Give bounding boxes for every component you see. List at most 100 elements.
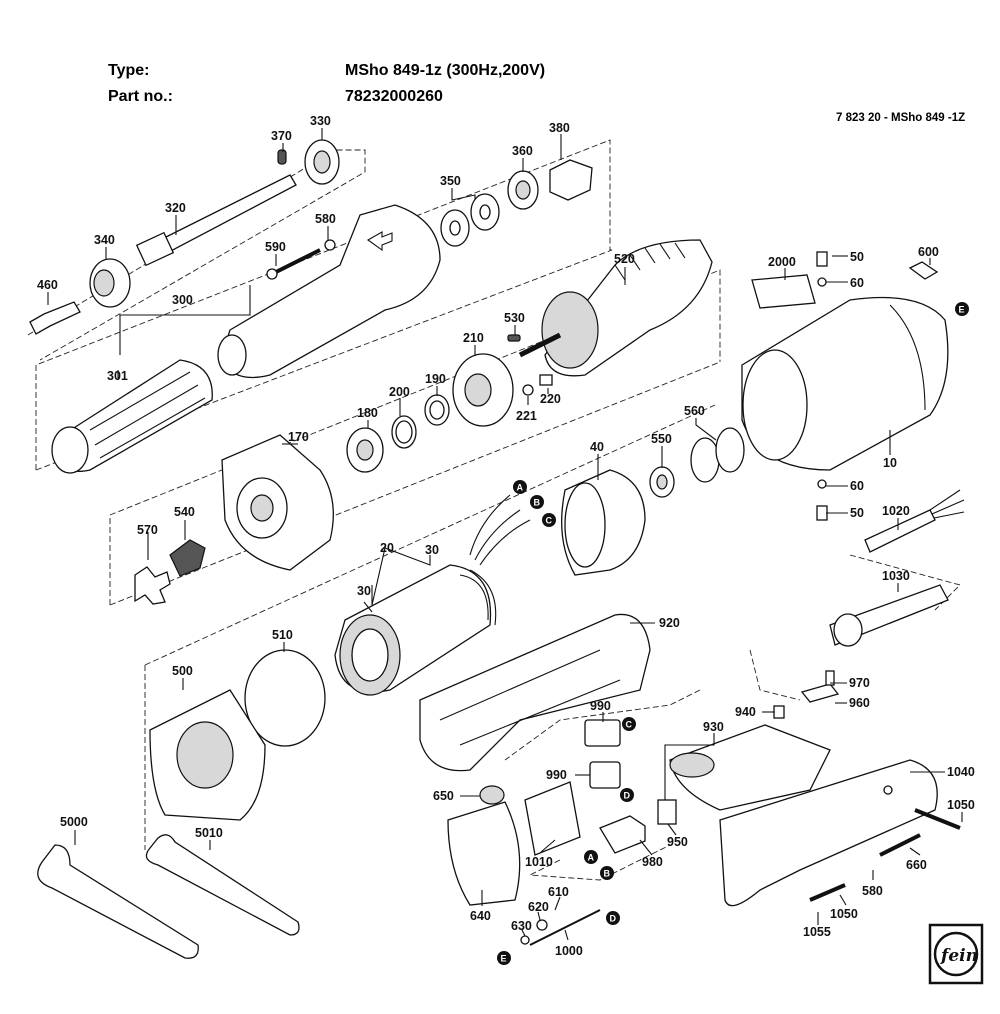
part-label-580: 580 [315, 212, 336, 226]
part-label-950: 950 [667, 835, 688, 849]
part-label-50-top: 50 [850, 250, 864, 264]
part-label-930: 930 [703, 720, 724, 734]
part-label-940: 940 [735, 705, 756, 719]
part-label-990-top: 990 [590, 699, 611, 713]
part-label-1055: 1055 [803, 925, 831, 939]
part-label-570: 570 [137, 523, 158, 537]
part-label-340: 340 [94, 233, 115, 247]
part-label-50-bottom: 50 [850, 506, 864, 520]
part-label-360: 360 [512, 144, 533, 158]
part-number-label: Part no.: [108, 88, 173, 105]
part-label-530: 530 [504, 311, 525, 325]
part-label-610: 610 [548, 885, 569, 899]
part-label-650: 650 [433, 789, 454, 803]
part-label-330: 330 [310, 114, 331, 128]
part-label-350: 350 [440, 174, 461, 188]
part-label-200: 200 [389, 385, 410, 399]
part-label-320: 320 [165, 201, 186, 215]
part-label-1020: 1020 [882, 504, 910, 518]
part-label-1040: 1040 [947, 765, 975, 779]
part-label-510: 510 [272, 628, 293, 642]
svg-text:B: B [604, 869, 611, 879]
part-label-380: 380 [549, 121, 570, 135]
connector-marker-a: A [513, 480, 527, 494]
connector-marker-b: B [530, 495, 544, 509]
connector-marker-b-980: B [600, 866, 614, 880]
part-label-580-bottom: 580 [862, 884, 883, 898]
svg-text:A: A [588, 853, 595, 863]
part-label-990-bottom: 990 [546, 768, 567, 782]
part-label-1050-bottom: 1050 [830, 907, 858, 921]
svg-text:D: D [624, 791, 631, 801]
part-label-460: 460 [37, 278, 58, 292]
part-label-630: 630 [511, 919, 532, 933]
part-number-value: 78232000260 [345, 88, 443, 105]
part-number-labels: 370 330 380 360 350 320 580 590 340 460 … [37, 114, 975, 958]
part-label-660: 660 [906, 858, 927, 872]
connector-marker-d-990: D [620, 788, 634, 802]
part-label-590: 590 [265, 240, 286, 254]
part-label-60-bottom: 60 [850, 479, 864, 493]
part-label-550: 550 [651, 432, 672, 446]
svg-text:D: D [610, 914, 617, 924]
part-label-500: 500 [172, 664, 193, 678]
part-label-980: 980 [642, 855, 663, 869]
svg-text:C: C [626, 720, 633, 730]
connector-marker-e-housing: E [955, 302, 969, 316]
connector-marker-e-630: E [497, 951, 511, 965]
part-label-210: 210 [463, 331, 484, 345]
type-value: MSho 849-1z (300Hz,200V) [345, 62, 546, 79]
part-label-620: 620 [528, 900, 549, 914]
part-label-970: 970 [849, 676, 870, 690]
part-label-5010: 5010 [195, 826, 223, 840]
part-label-221: 221 [516, 409, 537, 423]
handle-parts [419, 613, 961, 946]
part-label-960: 960 [849, 696, 870, 710]
part-label-180: 180 [357, 406, 378, 420]
part-label-2000: 2000 [768, 255, 796, 269]
part-label-370: 370 [271, 129, 292, 143]
part-label-10: 10 [883, 456, 897, 470]
part-label-1030: 1030 [882, 569, 910, 583]
part-label-1000: 1000 [555, 944, 583, 958]
motor-parts [149, 251, 965, 821]
part-label-220: 220 [540, 392, 561, 406]
part-label-520: 520 [614, 252, 635, 266]
connector-markers: A B C E C D A B D E [497, 302, 969, 965]
part-label-30-left: 30 [357, 584, 371, 598]
part-label-560: 560 [684, 404, 705, 418]
svg-text:C: C [546, 516, 553, 526]
drawing-code: 7 823 20 - MSho 849 -1Z [836, 112, 966, 124]
fein-logo: fein [928, 923, 984, 985]
part-label-5000: 5000 [60, 815, 88, 829]
connector-marker-a-980: A [584, 850, 598, 864]
part-label-30-top: 30 [425, 543, 439, 557]
part-label-20: 20 [380, 541, 394, 555]
part-label-1050-right: 1050 [947, 798, 975, 812]
part-label-170: 170 [288, 430, 309, 444]
connector-marker-d-1000: D [606, 911, 620, 925]
part-label-1010: 1010 [525, 855, 553, 869]
svg-text:E: E [959, 305, 965, 315]
part-label-640: 640 [470, 909, 491, 923]
leader-lines [47, 128, 963, 941]
part-label-40: 40 [590, 440, 604, 454]
svg-text:fein: fein [940, 946, 978, 966]
part-label-60-top: 60 [850, 276, 864, 290]
wrenches [37, 834, 300, 959]
part-label-300: 300 [172, 293, 193, 307]
connector-marker-c-990: C [622, 717, 636, 731]
part-label-920: 920 [659, 616, 680, 630]
part-label-540: 540 [174, 505, 195, 519]
spindle-parts [29, 139, 441, 474]
connector-marker-c: C [542, 513, 556, 527]
part-label-600: 600 [918, 245, 939, 259]
part-label-190: 190 [425, 372, 446, 386]
type-label: Type: [108, 62, 150, 79]
part-label-301: 301 [107, 369, 128, 383]
svg-text:E: E [501, 954, 507, 964]
gearbox-parts [134, 159, 713, 605]
svg-text:B: B [534, 498, 541, 508]
svg-text:A: A [517, 483, 524, 493]
